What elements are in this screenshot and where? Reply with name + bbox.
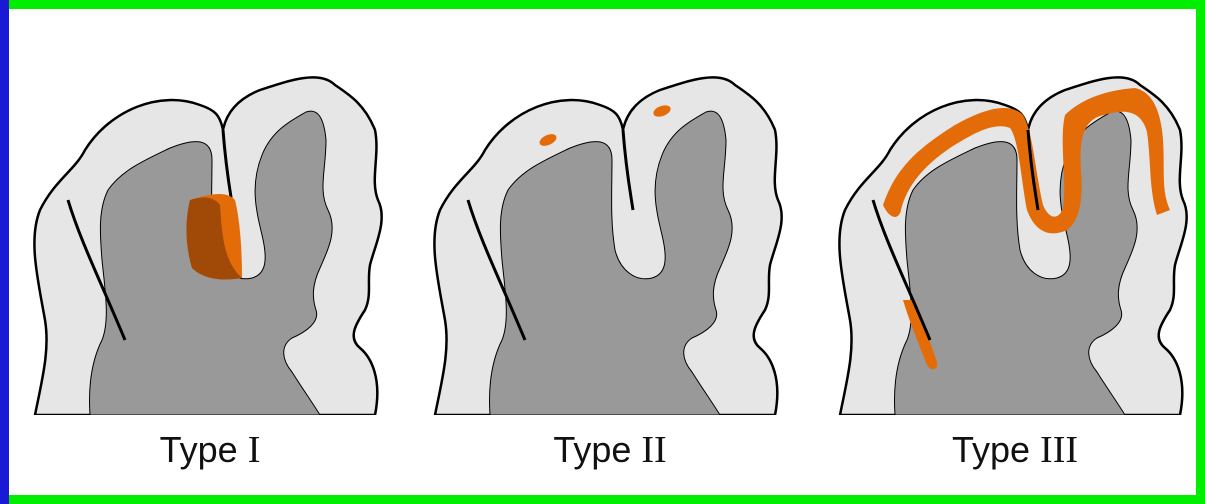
panel-type-i [30, 20, 390, 415]
label-type-iii: Type III [835, 428, 1195, 472]
left-edge [0, 0, 9, 504]
label-roman: III [1040, 429, 1078, 471]
label-type-i: Type I [30, 428, 390, 472]
panel-type-iii [835, 20, 1195, 415]
label-roman: II [641, 429, 666, 471]
label-roman: I [248, 429, 261, 471]
label-prefix: Type [160, 429, 248, 470]
cortex-diagram-type-ii [430, 20, 790, 415]
label-prefix: Type [952, 429, 1040, 470]
panel-type-ii [430, 20, 790, 415]
label-type-ii: Type II [430, 428, 790, 472]
label-prefix: Type [553, 429, 641, 470]
cortex-diagram-type-iii [835, 20, 1195, 415]
cortex-diagram-type-i [30, 20, 390, 415]
